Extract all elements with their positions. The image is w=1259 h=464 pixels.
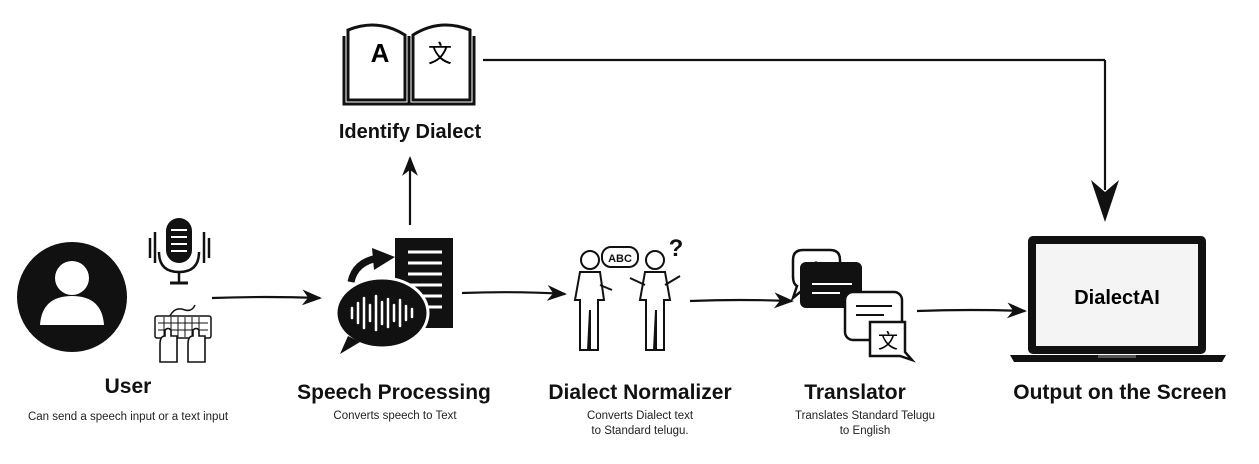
dialect-book-icon: A 文 [342, 23, 476, 106]
translator-description: Translates Standard Telugu to English [770, 409, 960, 439]
arrow-user-to-speech [211, 289, 322, 306]
translator-desc-line: Translates Standard Telugu [794, 410, 935, 422]
arrow-normalizer-to-translator [689, 292, 794, 309]
question-mark-glyph: ? [669, 235, 684, 262]
book-glyph-a: A [371, 38, 390, 68]
translator-desc-line: to English [839, 425, 891, 437]
abc-bubble-text: ABC [608, 253, 632, 265]
dialect-normalizer-description: Converts Dialect text to Standard telugu… [560, 409, 720, 439]
microphone-icon [148, 218, 211, 285]
output-title: Output on the Screen [1013, 381, 1227, 404]
two-people-conversation-icon: ABC ? [573, 235, 684, 351]
translator-glyph-wen: 文 [878, 329, 898, 353]
speech-processing-title: Speech Processing [297, 381, 491, 404]
book-glyph-wen: 文 [428, 40, 452, 68]
dialect-normalizer-title: Dialect Normalizer [548, 381, 732, 404]
user-title: User [104, 375, 152, 398]
identify-dialect-title: Identify Dialect [338, 121, 482, 143]
dialect-normalizer-desc-line: Converts Dialect text [586, 410, 694, 422]
arrow-translator-to-output [916, 302, 1027, 319]
screen-text: DialectAI [1074, 287, 1160, 309]
keyboard-typing-icon [154, 304, 212, 363]
speech-to-text-icon [334, 238, 453, 354]
translator-title: Translator [804, 381, 906, 404]
translation-bubbles-icon: A 文 [790, 248, 916, 363]
laptop-screen-icon: DialectAI [1010, 236, 1226, 362]
arrow-speech-to-normalizer [461, 285, 567, 301]
arrow-identify-to-output [483, 58, 1119, 222]
dialect-normalizer-desc-line: to Standard telugu. [591, 425, 689, 437]
user-description: Can send a speech input or a text input [27, 411, 229, 423]
user-avatar-icon [17, 242, 127, 352]
speech-processing-description: Converts speech to Text [333, 410, 457, 422]
